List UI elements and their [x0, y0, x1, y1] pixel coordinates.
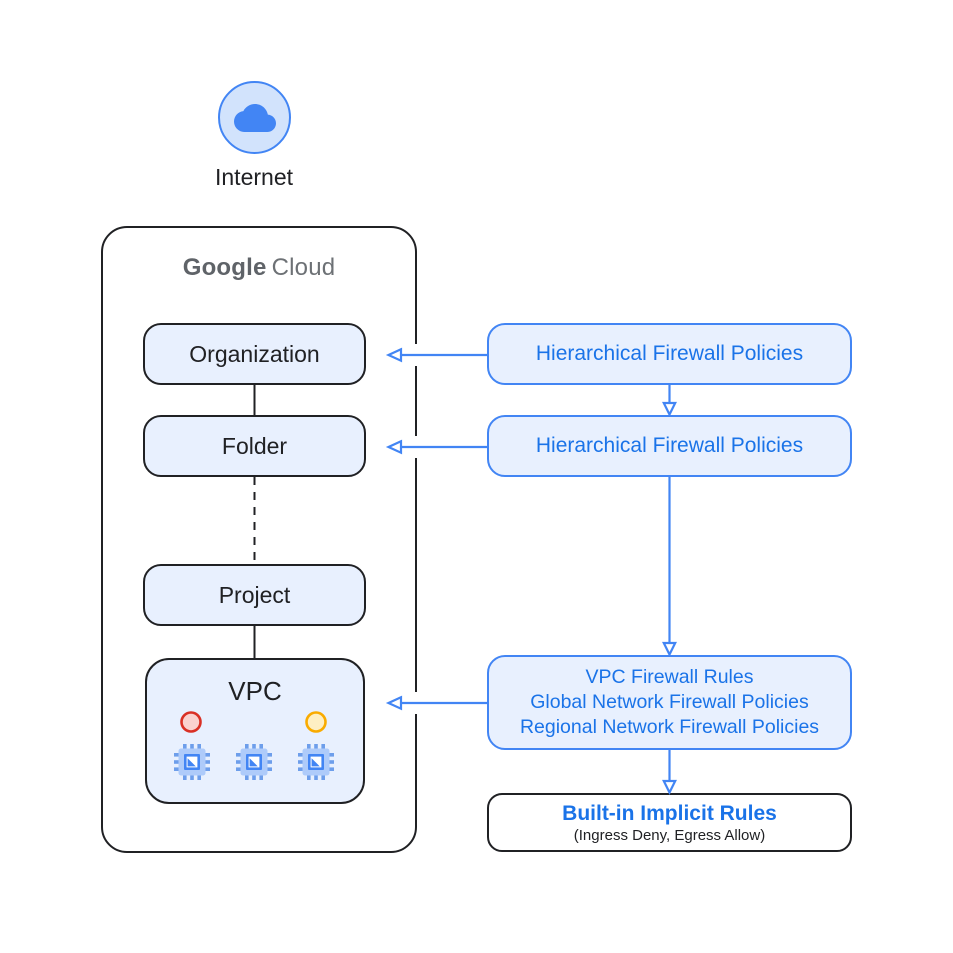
hierarchical-firewall-policies-org-box: Hierarchical Firewall Policies	[487, 323, 852, 385]
project-box: Project	[143, 564, 366, 626]
vpc-firewall-rules-box: VPC Firewall Rules Global Network Firewa…	[487, 655, 852, 750]
vpc-box: VPC	[145, 658, 365, 804]
project-label: Project	[218, 581, 291, 608]
hierarchical-firewall-policies-folder-box: Hierarchical Firewall Policies	[487, 415, 852, 477]
hfp-folder-label: Hierarchical Firewall Policies	[535, 434, 804, 457]
cloud-icon	[233, 103, 276, 132]
organization-label: Organization	[189, 340, 320, 367]
built-in-implicit-rules-box: Built-in Implicit Rules (Ingress Deny, E…	[487, 793, 852, 852]
implicit-rules-subtitle: (Ingress Deny, Egress Allow)	[573, 826, 766, 844]
google-wordmark: Google	[182, 254, 267, 281]
hfp-org-label: Hierarchical Firewall Policies	[535, 342, 804, 365]
vpc-rules-line-2: Global Network Firewall Policies	[530, 691, 809, 713]
vpc-label: VPC	[228, 676, 282, 706]
internet-node	[218, 81, 291, 154]
arrow-vpc-rules-to-implicit	[662, 750, 677, 795]
arrow-hfp-org-to-hfp-folder	[662, 385, 677, 417]
folder-box: Folder	[143, 415, 366, 477]
vpc-rules-line-3: Regional Network Firewall Policies	[519, 716, 820, 738]
folder-label: Folder	[221, 432, 288, 459]
implicit-rules-title: Built-in Implicit Rules	[562, 801, 777, 825]
vpc-rules-line-1: VPC Firewall Rules	[585, 666, 754, 688]
arrow-hfp-folder-to-vpc-rules	[662, 477, 677, 657]
cloud-wordmark: Cloud	[271, 254, 336, 281]
internet-label: Internet	[215, 164, 293, 190]
organization-box: Organization	[143, 323, 366, 385]
